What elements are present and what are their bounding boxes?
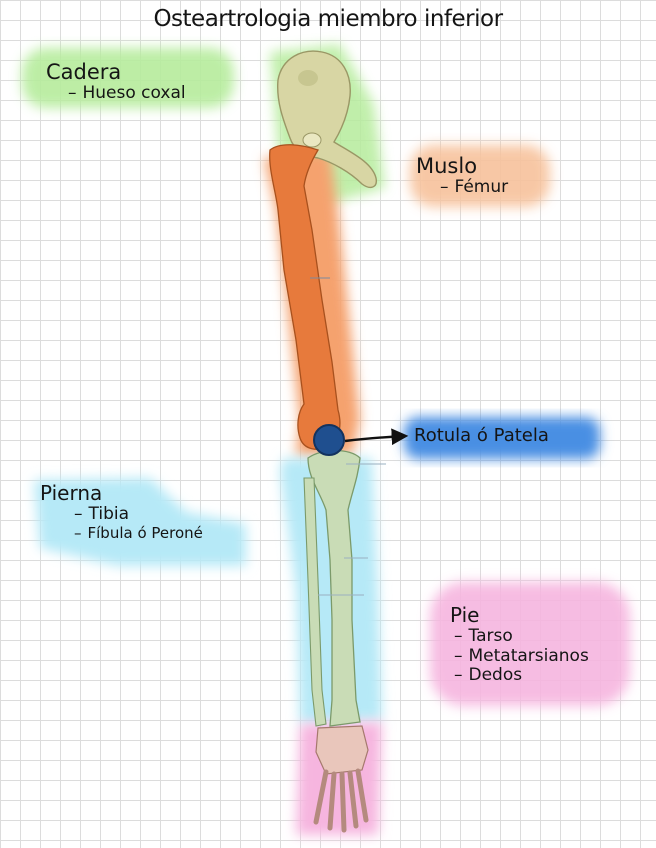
- pierna-note: Pierna –Tibia –Fíbula ó Peroné: [40, 482, 203, 542]
- cadera-heading: Cadera: [46, 60, 121, 84]
- page-title: Osteartrologia miembro inferior: [0, 6, 656, 32]
- rotula-note: Rotula ó Patela: [414, 426, 549, 447]
- cadera-item-hueso-coxal: Hueso coxal: [83, 83, 186, 103]
- muslo-note: Muslo –Fémur: [416, 154, 508, 198]
- pierna-heading: Pierna: [40, 481, 102, 505]
- pierna-item-tibia: Tibia: [89, 504, 130, 524]
- tibia-and-fibula: [304, 451, 360, 727]
- pie-item-dedos: Dedos: [469, 665, 523, 685]
- pie-note: Pie –Tarso –Metatarsianos –Dedos: [450, 604, 589, 686]
- pie-heading: Pie: [450, 603, 479, 627]
- muslo-heading: Muslo: [416, 154, 477, 178]
- muslo-item-femur: Fémur: [455, 177, 509, 197]
- pie-item-metatarsianos: Metatarsianos: [469, 646, 589, 666]
- pierna-item-fibula: Fíbula ó Peroné: [88, 524, 203, 542]
- rotula-label: Rotula ó Patela: [414, 426, 549, 447]
- pie-item-tarso: Tarso: [469, 626, 513, 646]
- patella: [314, 425, 344, 455]
- cadera-note: Cadera –Hueso coxal: [46, 60, 186, 104]
